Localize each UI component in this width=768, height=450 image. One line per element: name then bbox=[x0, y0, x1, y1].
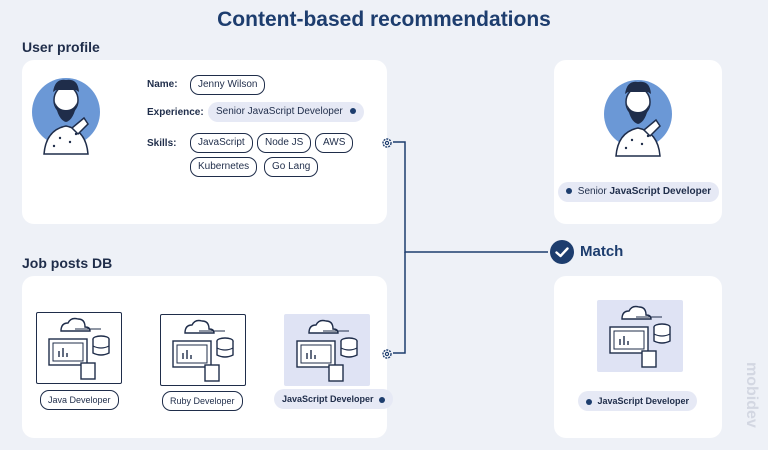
job-posts-label: Job posts DB bbox=[22, 255, 113, 271]
server-monitor-icon bbox=[609, 305, 671, 368]
watermark-logo: mobidev bbox=[743, 362, 760, 428]
job-label-text: JavaScript Developer bbox=[282, 394, 374, 404]
job-server-icon bbox=[160, 314, 246, 386]
skill-pill: Node JS bbox=[257, 133, 312, 153]
server-monitor-icon bbox=[48, 317, 110, 380]
matched-profile-card: Senior JavaScript Developer bbox=[554, 60, 722, 224]
skill-pill: Kubernetes bbox=[190, 157, 258, 177]
skill-pill: AWS bbox=[315, 133, 354, 153]
title-prefix: Senior bbox=[577, 186, 607, 197]
check-circle-icon bbox=[550, 240, 574, 264]
bullet-dot-icon bbox=[349, 108, 356, 115]
skill-pill: JavaScript bbox=[190, 133, 253, 153]
server-monitor-icon bbox=[172, 319, 234, 382]
avatar bbox=[602, 70, 674, 157]
page-title: Content-based recommendations bbox=[217, 8, 551, 31]
person-avatar-icon bbox=[32, 78, 100, 155]
job-server-icon bbox=[597, 300, 683, 372]
title-main: JavaScript Developer bbox=[609, 186, 712, 197]
match-label: Match bbox=[580, 243, 624, 260]
experience-value: Senior JavaScript Developer bbox=[208, 102, 364, 122]
matched-profile-title: Senior JavaScript Developer bbox=[558, 182, 720, 202]
job-server-icon bbox=[36, 312, 122, 384]
matched-job-card: JavaScript Developer bbox=[554, 276, 722, 438]
job-title-text: JavaScript Developer bbox=[597, 396, 690, 406]
gear-icon bbox=[381, 347, 393, 359]
matched-job-title: JavaScript Developer bbox=[578, 391, 698, 411]
job-server-icon bbox=[284, 314, 370, 386]
user-profile-label: User profile bbox=[22, 39, 100, 55]
bullet-dot-icon bbox=[566, 188, 572, 195]
job-label: Ruby Developer bbox=[162, 391, 243, 411]
name-value: Jenny Wilson bbox=[190, 75, 266, 95]
skill-pill: Go Lang bbox=[264, 157, 319, 177]
bullet-dot-icon bbox=[379, 396, 386, 403]
avatar bbox=[30, 68, 102, 155]
skills-label: Skills: bbox=[147, 138, 177, 149]
server-monitor-icon bbox=[296, 319, 358, 382]
bullet-dot-icon bbox=[586, 398, 592, 405]
job-posts-card: Java Developer Ruby Developer bbox=[22, 276, 394, 438]
user-profile-card: Name: Jenny Wilson Experience: Senior Ja… bbox=[22, 60, 387, 224]
person-avatar-icon bbox=[604, 80, 672, 157]
name-label: Name: bbox=[147, 79, 178, 90]
experience-label: Experience: bbox=[147, 107, 204, 118]
experience-text: Senior JavaScript Developer bbox=[216, 106, 343, 117]
job-label: Java Developer bbox=[40, 390, 119, 410]
job-label-highlighted: JavaScript Developer bbox=[274, 389, 394, 409]
gear-icon bbox=[381, 136, 393, 148]
